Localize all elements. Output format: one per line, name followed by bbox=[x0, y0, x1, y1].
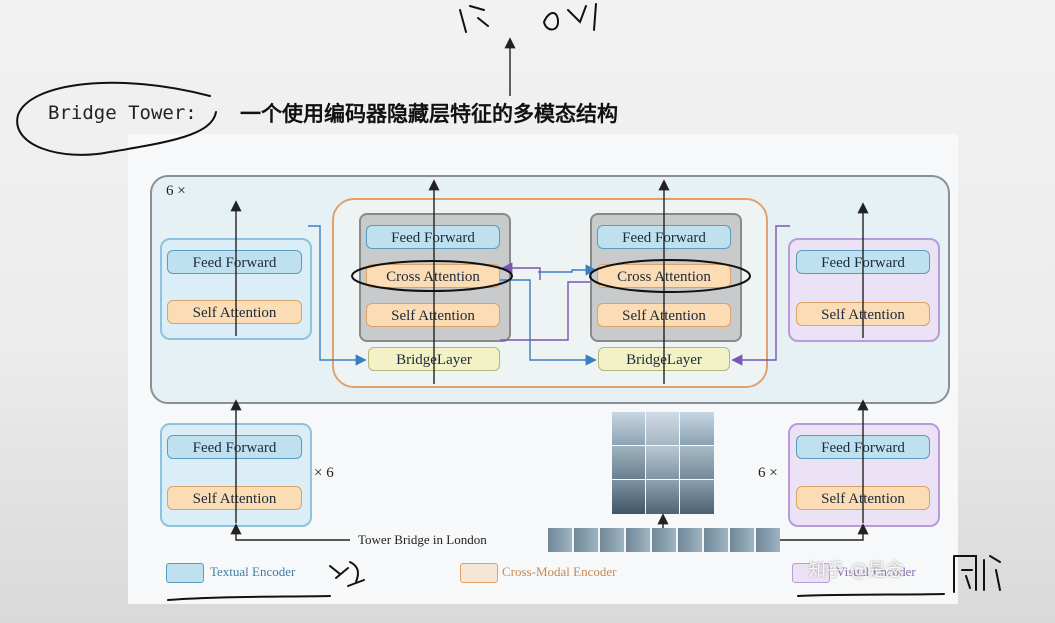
cross-attention-left: Cross Attention bbox=[366, 264, 500, 288]
legend-cross-modal: Cross-Modal Encoder bbox=[502, 564, 617, 579]
feed-forward-textual-top: Feed Forward bbox=[167, 250, 302, 274]
self-attention-textual-top: Self Attention bbox=[167, 300, 302, 324]
page-title: 一个使用编码器隐藏层特征的多模态结构 bbox=[240, 102, 618, 126]
self-attention-cross-left: Self Attention bbox=[366, 303, 500, 327]
legend-swatch-cross-modal bbox=[460, 563, 498, 583]
feed-forward-textual-bottom: Feed Forward bbox=[167, 435, 302, 459]
legend-textual: Textual Encoder bbox=[210, 564, 296, 579]
legend-swatch-visual bbox=[792, 563, 830, 583]
caption-text: Tower Bridge in London bbox=[358, 532, 487, 547]
self-attention-textual-bottom: Self Attention bbox=[167, 486, 302, 510]
legend-visual: Visual Encoder bbox=[836, 564, 916, 579]
feed-forward-cross-left: Feed Forward bbox=[366, 225, 500, 249]
legend-swatch-textual bbox=[166, 563, 204, 583]
model-name: Bridge Tower: bbox=[48, 102, 197, 124]
repeat-visual-label: 6 × bbox=[758, 465, 778, 481]
watermark: 知乎 @是念 bbox=[808, 560, 904, 581]
repeat-top-label: 6 × bbox=[166, 183, 186, 199]
image-patch-grid bbox=[612, 412, 714, 514]
image-patch-strip bbox=[548, 528, 780, 552]
title-row: Bridge Tower: 一个使用编码器隐藏层特征的多模态结构 bbox=[22, 88, 722, 148]
repeat-textual-label: × 6 bbox=[314, 465, 334, 481]
